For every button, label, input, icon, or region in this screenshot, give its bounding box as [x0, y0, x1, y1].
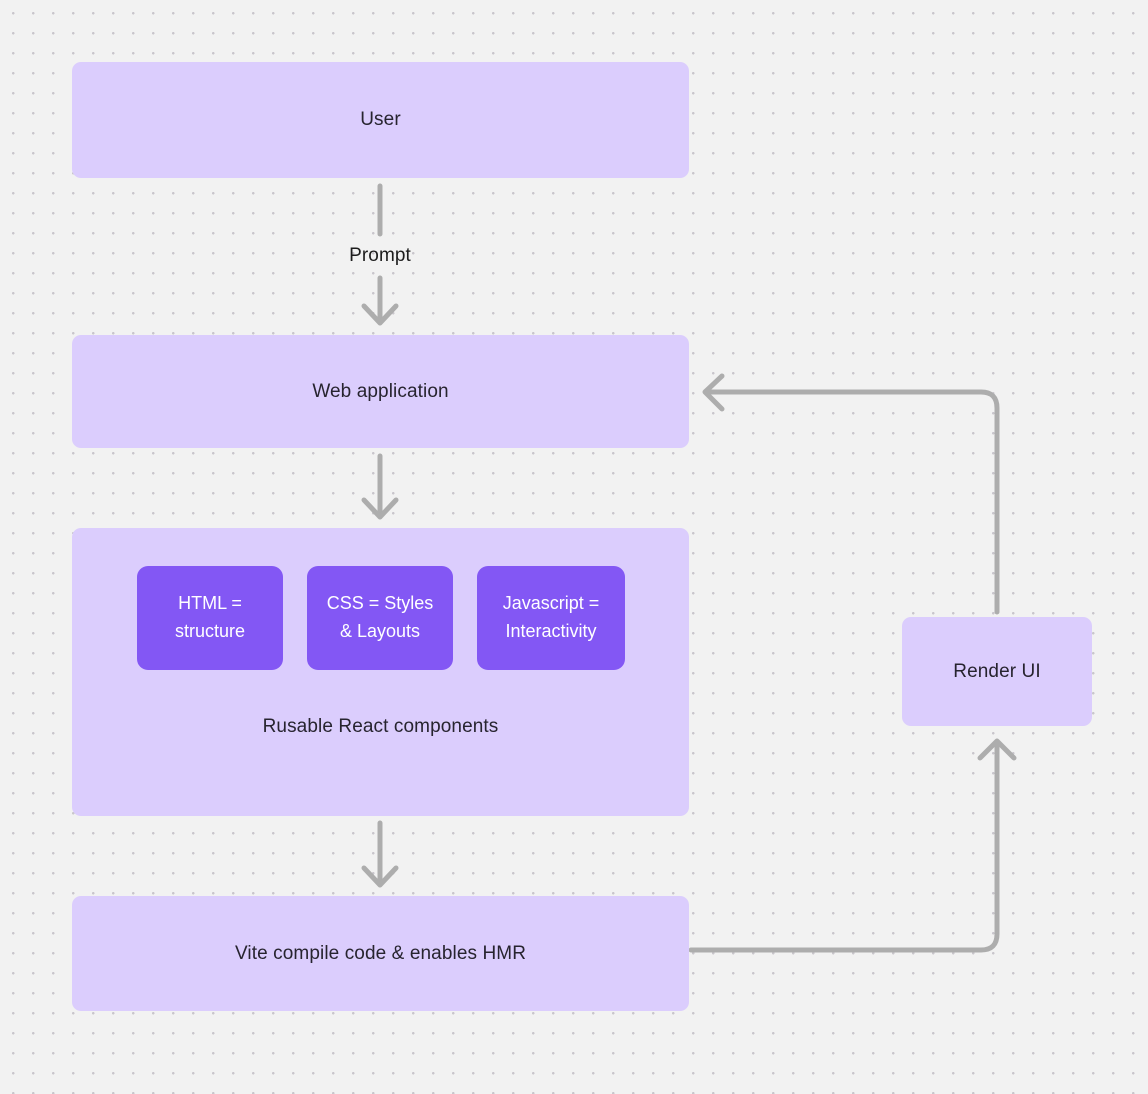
node-vite-label: Vite compile code & enables HMR: [234, 942, 527, 964]
arrowhead-vite: [361, 865, 399, 888]
node-render-ui[interactable]: Render UI: [902, 617, 1092, 726]
chip-css[interactable]: CSS = Styles & Layouts: [307, 566, 453, 670]
node-vite[interactable]: Vite compile code & enables HMR: [72, 896, 689, 1011]
edge-label-prompt: Prompt: [349, 245, 411, 266]
chip-javascript-label: Javascript = Interactivity: [502, 593, 600, 641]
edge-render-to-webapp: [703, 389, 1000, 615]
arrowhead-render: [977, 738, 1017, 761]
chip-html[interactable]: HTML = structure: [137, 566, 283, 670]
chip-html-label: HTML = structure: [174, 593, 246, 641]
chip-css-label: CSS = Styles & Layouts: [326, 593, 434, 641]
node-user-label: User: [360, 109, 401, 131]
node-react-components[interactable]: HTML = structure CSS = Styles & Layouts …: [72, 528, 689, 816]
node-web-application[interactable]: Web application: [72, 335, 689, 448]
chip-javascript[interactable]: Javascript = Interactivity: [477, 566, 625, 670]
node-render-ui-label: Render UI: [953, 660, 1041, 682]
node-web-application-label: Web application: [312, 380, 449, 402]
node-react-components-caption: Rusable React components: [262, 716, 499, 737]
edge-vite-to-render: [688, 739, 1000, 953]
arrowhead-webapp: [361, 303, 399, 326]
chip-row: HTML = structure CSS = Styles & Layouts …: [137, 566, 625, 670]
arrowhead-components: [361, 497, 399, 520]
arrowhead-webapp-return: [702, 373, 725, 412]
node-user[interactable]: User: [72, 62, 689, 178]
